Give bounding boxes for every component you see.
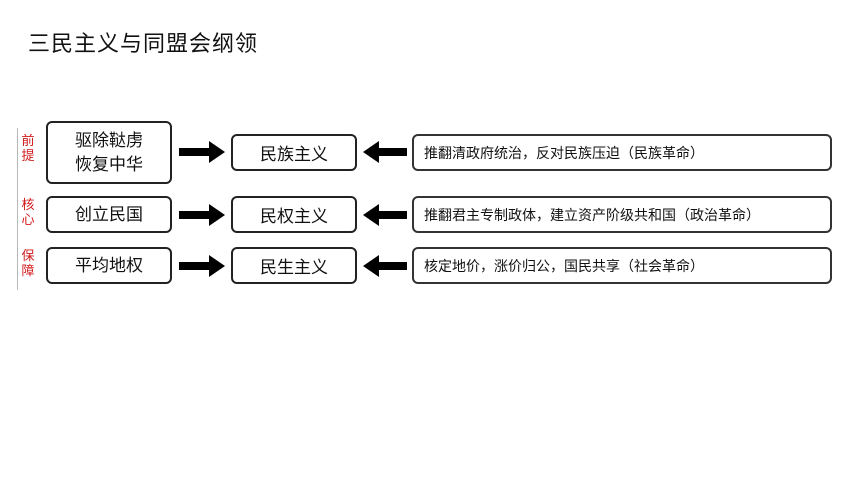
slogan-line-2: 恢复中华 — [75, 154, 143, 175]
slogan-box-expel: 驱除鞑虏 恢复中华 — [46, 121, 172, 184]
right-arrow-icon — [179, 204, 225, 226]
principle-box-livelihood: 民生主义 — [231, 247, 357, 284]
left-arrow-icon — [363, 255, 407, 277]
left-arrow-icon — [363, 141, 407, 163]
principle-box-nationalism: 民族主义 — [231, 134, 357, 171]
side-label-core: 核心 — [21, 198, 35, 228]
right-arrow-icon — [179, 141, 225, 163]
explanation-box-livelihood: 核定地价，涨价归公，国民共享（社会革命） — [412, 247, 832, 284]
side-label-premise: 前提 — [21, 134, 35, 164]
slogan-box-republic: 创立民国 — [46, 196, 172, 233]
slogan-line-1: 驱除鞑虏 — [75, 130, 143, 151]
left-arrow-icon — [363, 204, 407, 226]
vertical-divider — [17, 128, 18, 290]
explanation-box-nationalism: 推翻清政府统治，反对民族压迫（民族革命） — [412, 134, 832, 171]
right-arrow-icon — [179, 255, 225, 277]
side-label-guarantee: 保障 — [21, 249, 35, 279]
slogan-box-land: 平均地权 — [46, 247, 172, 284]
principle-box-democracy: 民权主义 — [231, 196, 357, 233]
explanation-box-democracy: 推翻君主专制政体，建立资产阶级共和国（政治革命） — [412, 196, 832, 233]
page-title: 三民主义与同盟会纲领 — [28, 32, 259, 57]
